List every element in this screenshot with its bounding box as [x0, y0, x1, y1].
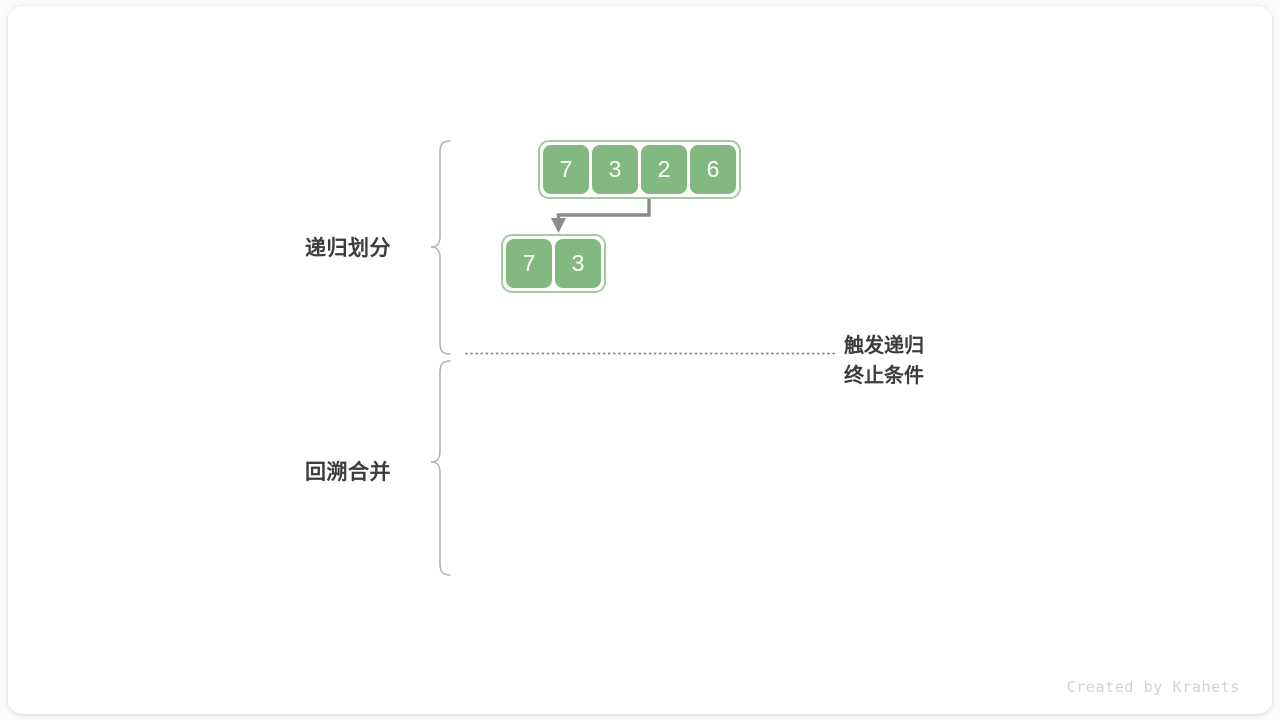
- brace-merge: [430, 360, 451, 576]
- termination-annotation: 触发递归 终止条件: [844, 331, 924, 391]
- array-parent: 7 3 2 6: [538, 140, 741, 199]
- card-surface: [8, 6, 1272, 714]
- array-cell: 3: [592, 145, 638, 194]
- split-arrow: [556, 196, 651, 222]
- array-cell: 2: [641, 145, 687, 194]
- array-cell: 7: [506, 239, 552, 288]
- array-cell: 6: [690, 145, 736, 194]
- phase-label-divide: 递归划分: [305, 237, 391, 260]
- watermark-credit: Created by Krahets: [1066, 678, 1240, 696]
- termination-annotation-line1: 触发递归: [844, 335, 924, 357]
- array-cell: 3: [555, 239, 601, 288]
- brace-divide: [430, 140, 451, 355]
- termination-annotation-line2: 终止条件: [844, 365, 924, 387]
- array-cell: 7: [543, 145, 589, 194]
- array-left-sublist: 7 3: [501, 234, 606, 293]
- phase-label-merge: 回溯合并: [305, 461, 391, 484]
- split-arrow-head: [551, 218, 566, 233]
